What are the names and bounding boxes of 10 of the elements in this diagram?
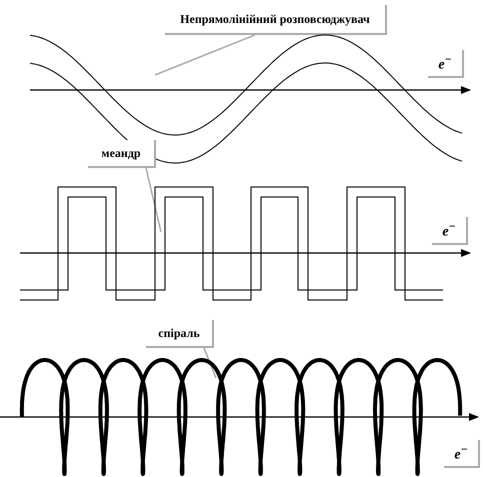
electron-label: e$^{−}$	[454, 442, 468, 464]
callout-label: спіраль	[146, 320, 214, 348]
callout-label: меандр	[88, 140, 156, 168]
callout-label: Непрямолінійний розповсюджувач	[165, 5, 387, 35]
electron-label: e$^{−}$	[442, 220, 456, 240]
electron-label: e$^{−}$	[438, 52, 452, 74]
square-wave-drawing	[20, 186, 444, 301]
leader-line	[145, 168, 162, 232]
sine-wave-drawing	[28, 33, 464, 166]
leader-line	[154, 34, 256, 76]
